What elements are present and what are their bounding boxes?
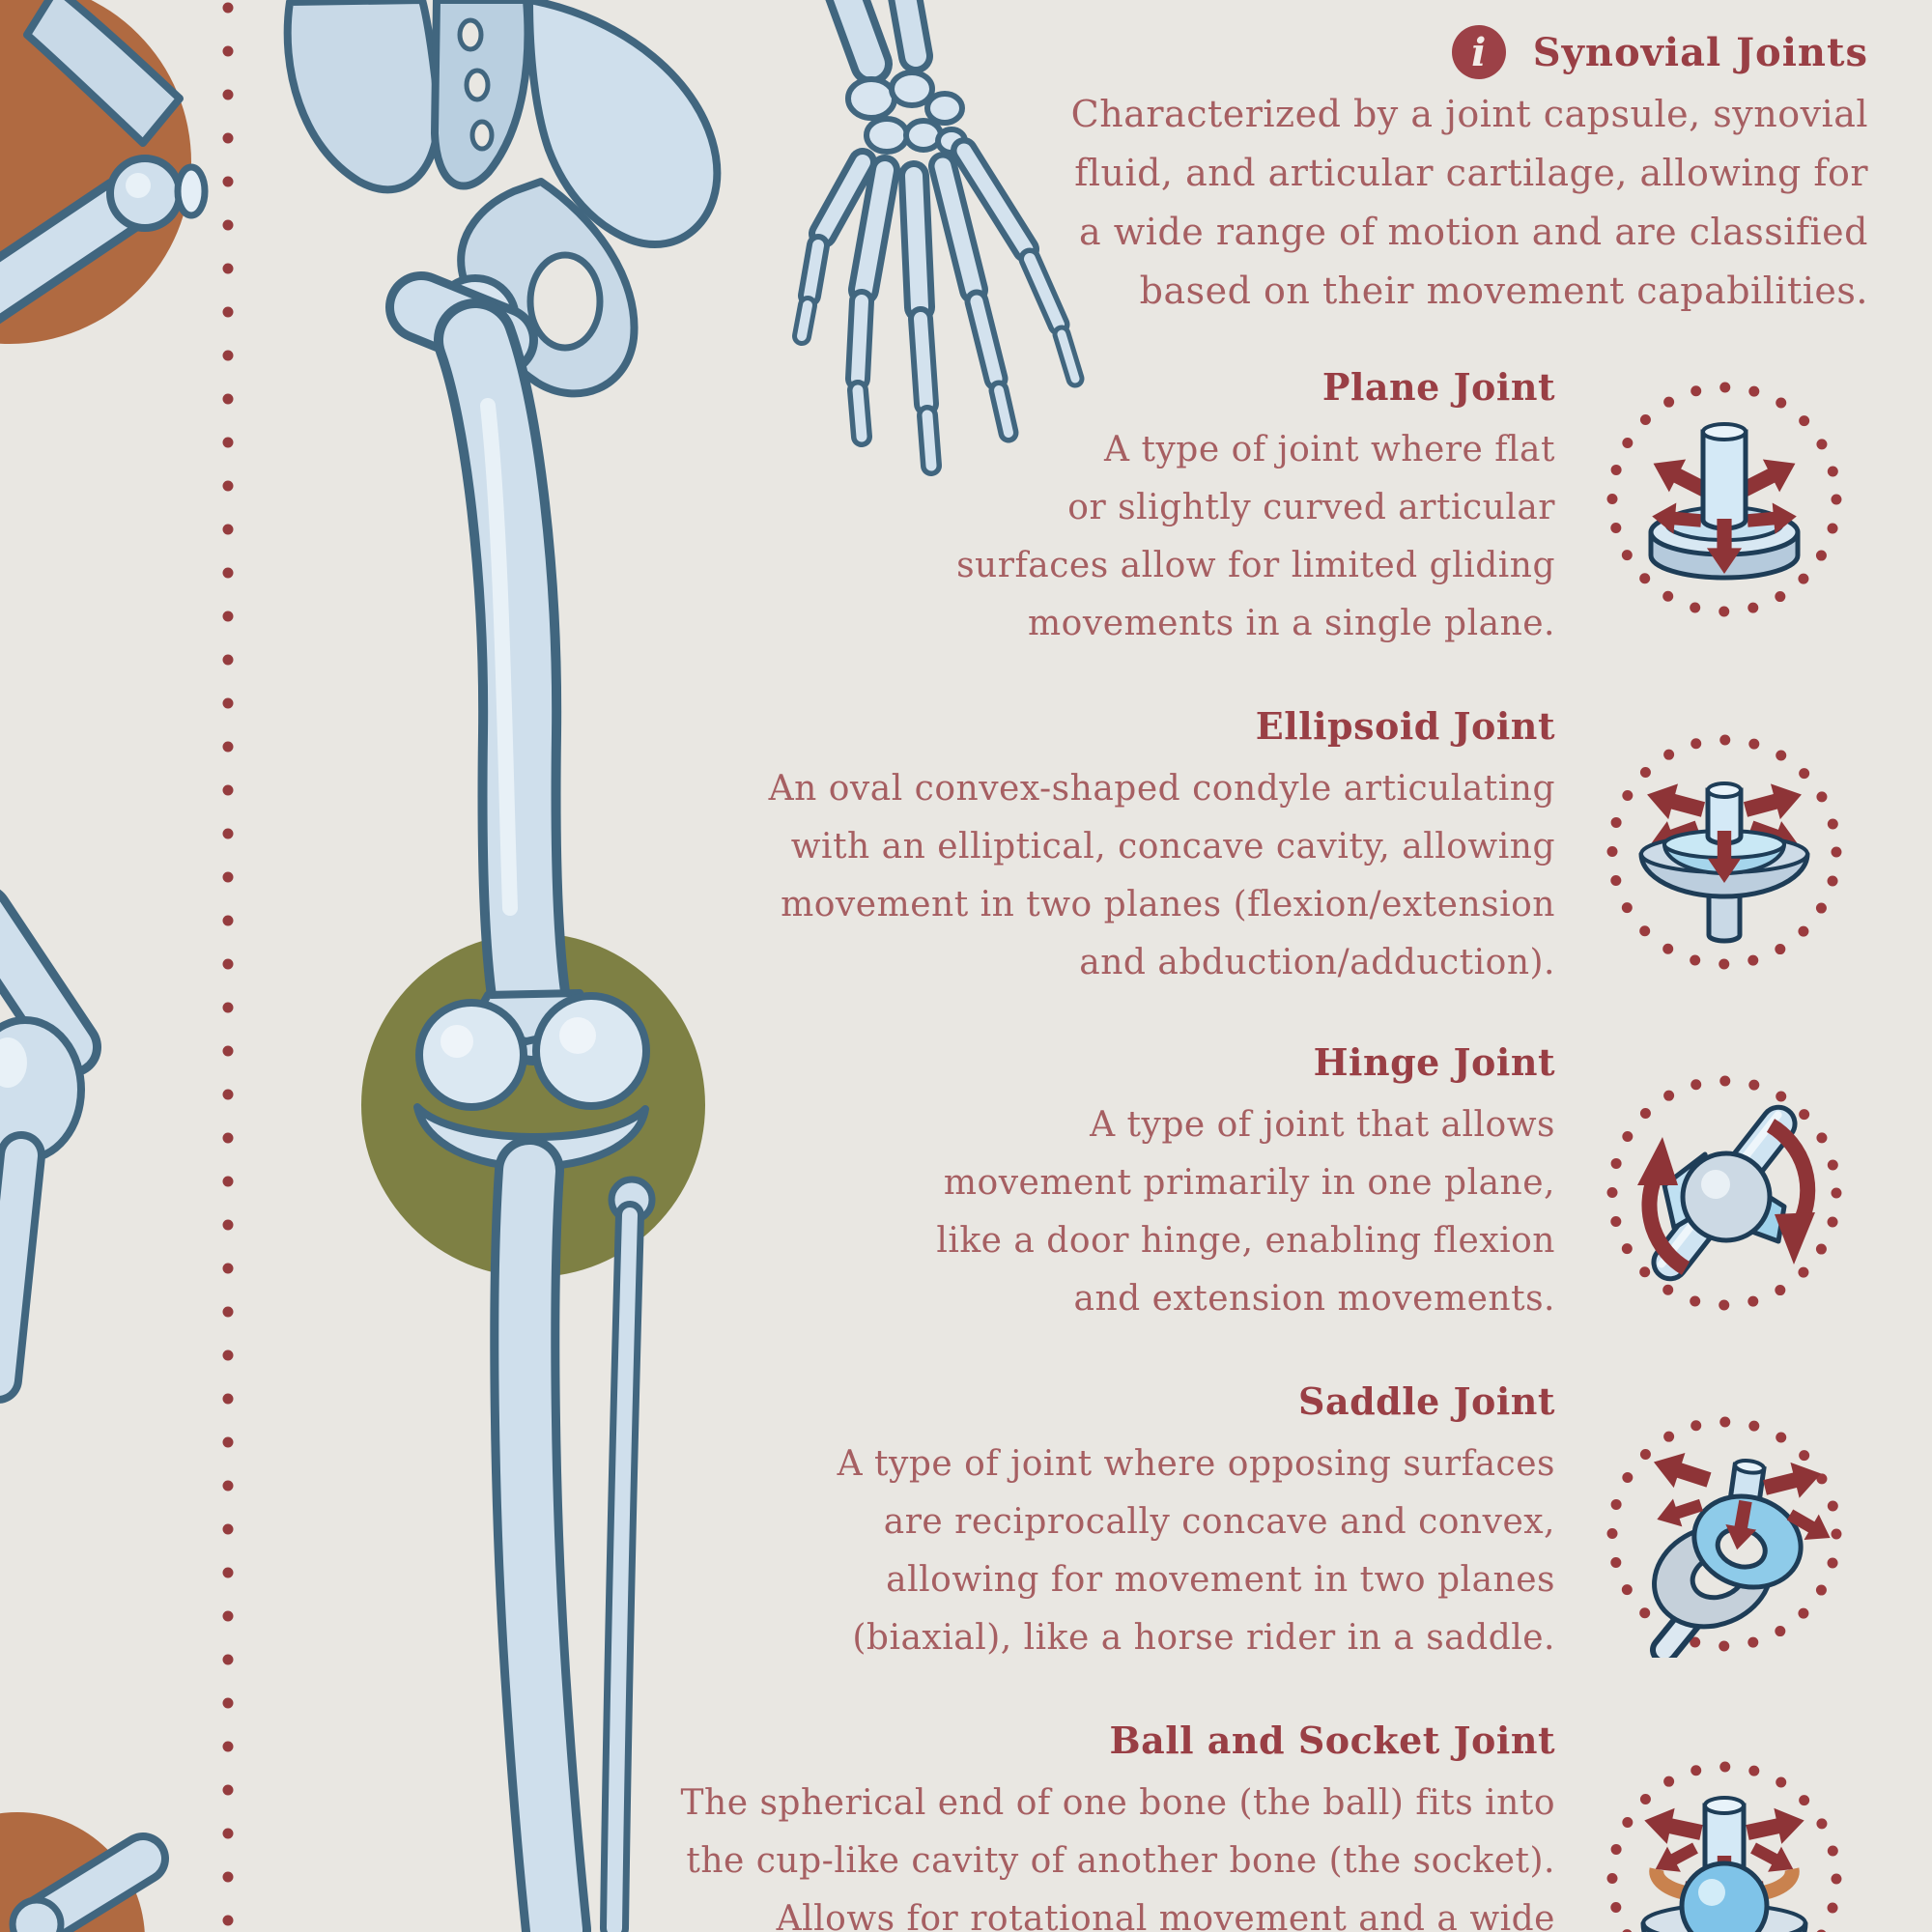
section-saddle-joint: Saddle Joint A type of joint where oppos… — [838, 1379, 1555, 1667]
hinge-joint-icon — [1601, 1069, 1848, 1317]
ball-and-socket-joint-icon — [1601, 1755, 1848, 1932]
joint-line: or slightly curved articular — [1067, 488, 1555, 527]
joint-line: are reciprocally concave and convex, — [883, 1502, 1555, 1542]
joint-title: Ball and Socket Joint — [1109, 1719, 1555, 1762]
section-ellipsoid-joint: Ellipsoid Joint An oval convex-shaped co… — [769, 704, 1555, 992]
left-edge-bones — [0, 890, 169, 1932]
shoulder-joint-bones — [0, 0, 209, 325]
joint-line: allowing for movement in two planes — [886, 1560, 1555, 1600]
header-line: based on their movement capabilities. — [1139, 270, 1868, 312]
info-icon: i — [1451, 25, 1506, 79]
joint-line: surfaces allow for limited gliding — [956, 546, 1555, 585]
joint-title: Ellipsoid Joint — [1255, 704, 1555, 748]
joint-line: The spherical end of one bone (the ball)… — [680, 1783, 1555, 1823]
page-title: Synovial Joints — [1532, 29, 1868, 75]
knee-joint-bones — [413, 989, 650, 1171]
joint-line: with an elliptical, concave cavity, allo… — [790, 827, 1555, 867]
header-line: Characterized by a joint capsule, synovi… — [1070, 93, 1868, 135]
joint-line: A type of joint that allows — [1090, 1105, 1555, 1145]
pelvis-bones — [283, 0, 722, 398]
plane-joint-icon — [1601, 376, 1848, 623]
knee-accent-circle — [361, 933, 705, 1277]
joint-line: A type of joint where opposing surfaces — [837, 1444, 1555, 1484]
header-line: a wide range of motion and are classifie… — [1079, 211, 1868, 253]
header: i Synovial Joints Characterized by a joi… — [1071, 25, 1868, 321]
joint-line: movements in a single plane. — [1028, 604, 1555, 643]
joint-line: and extension movements. — [1073, 1279, 1555, 1319]
joint-line: movement primarily in one plane, — [943, 1163, 1555, 1203]
joint-line: An oval convex-shaped condyle articulati… — [768, 769, 1555, 809]
joint-line: movement in two planes (flexion/extensio… — [781, 885, 1555, 924]
joint-title: Hinge Joint — [1313, 1040, 1555, 1084]
tibia-fibula-bones — [490, 1136, 656, 1932]
title-row: i Synovial Joints — [1071, 25, 1868, 79]
bottom-accent-circle — [0, 1812, 145, 1932]
joint-title: Saddle Joint — [1298, 1379, 1555, 1423]
shoulder-accent-circle — [0, 0, 191, 344]
section-hinge-joint: Hinge Joint A type of joint that allows … — [936, 1040, 1555, 1328]
joint-line: the cup-like cavity of another bone (the… — [686, 1841, 1555, 1881]
joint-line: and abduction/adduction). — [1079, 943, 1555, 982]
section-ball-and-socket-joint: Ball and Socket Joint The spherical end … — [681, 1719, 1555, 1932]
femur-bone — [385, 271, 575, 1065]
header-line: fluid, and articular cartilage, allowing… — [1074, 152, 1868, 194]
joint-line: A type of joint where flat — [1104, 430, 1555, 469]
joint-title: Plane Joint — [1321, 365, 1555, 409]
joint-line: Allows for rotational movement and a wid… — [776, 1899, 1555, 1932]
joint-line: like a door hinge, enabling flexion — [936, 1221, 1555, 1261]
saddle-joint-icon — [1601, 1410, 1848, 1664]
ellipsoid-joint-icon — [1601, 728, 1848, 976]
section-plane-joint: Plane Joint A type of joint where flat o… — [956, 365, 1555, 653]
joint-line: (biaxial), like a horse rider in a saddl… — [852, 1618, 1555, 1658]
